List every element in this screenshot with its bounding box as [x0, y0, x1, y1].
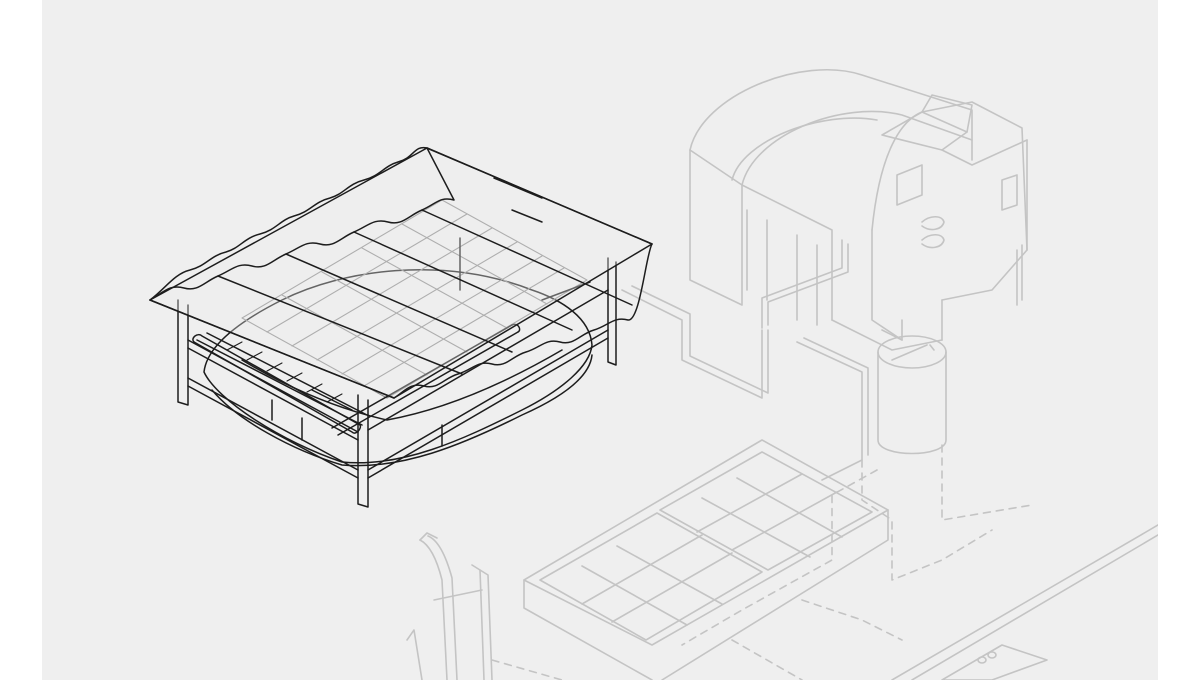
background-context [406, 68, 1158, 680]
illustration-panel [42, 0, 1158, 680]
grated-tank [523, 439, 889, 680]
piping [621, 239, 903, 481]
machine-housing [689, 68, 1028, 351]
hand-trolley [406, 532, 493, 680]
rack-frame [177, 237, 617, 508]
corrugated-roof [149, 146, 653, 399]
covered-boat-on-rack [149, 146, 653, 508]
dashed-underground-lines [491, 444, 1033, 680]
deck-grating [241, 199, 588, 399]
conveyor-belt [891, 524, 1158, 680]
cylindrical-tank [877, 335, 947, 455]
isometric-illustration [149, 68, 1158, 680]
